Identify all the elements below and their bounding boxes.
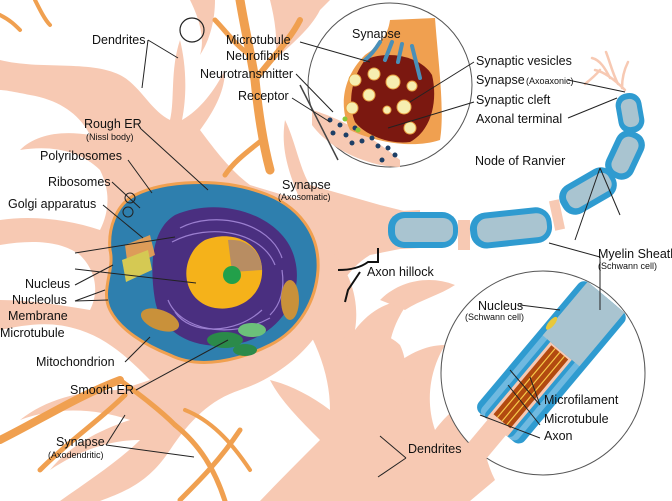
label-mitochondrion: Mitochondrion	[36, 355, 115, 369]
label-smooth-er: Smooth ER	[70, 383, 134, 397]
ribosome-circle	[122, 206, 134, 218]
label-synapse-axoaxonic: Synapse	[476, 73, 525, 87]
orange-dendrites	[0, 0, 303, 501]
label-microtubule-top: Microtubule	[226, 33, 291, 47]
label-synaptic-cleft: Synaptic cleft	[476, 93, 551, 107]
label-synapse-axosomatic-sub: (Axosomatic)	[278, 192, 331, 202]
label-ribosomes: Ribosomes	[48, 175, 111, 189]
label-synaptic-vesicles: Synaptic vesicles	[476, 54, 572, 68]
label-synapse-axodendritic-sub: (Axodendritic)	[48, 450, 104, 460]
label-rough-er-sub: (Nissl body)	[86, 132, 134, 142]
magnify-circle-icon	[179, 17, 205, 43]
soma	[105, 181, 320, 364]
label-membrane: Membrane	[8, 309, 68, 323]
label-microfilament: Microfilament	[544, 393, 619, 407]
label-microtubule-left: Microtubule	[0, 326, 65, 340]
label-synapse-inset-title: Synapse	[352, 27, 401, 41]
label-dendrites-bottom: Dendrites	[408, 442, 462, 456]
axonal-terminal	[583, 50, 630, 92]
label-nucleus-schwann-sub: (Schwann cell)	[465, 312, 524, 322]
label-synapse-axodendritic: Synapse	[56, 435, 105, 449]
label-neurotransmitter: Neurotransmitter	[200, 67, 293, 81]
axon-inset	[440, 270, 646, 482]
label-axon: Axon	[544, 429, 573, 443]
label-nucleus-schwann: Nucleus	[478, 299, 523, 313]
label-synapse-axosomatic: Synapse	[282, 178, 331, 192]
axon-hillock-bracket	[337, 248, 379, 303]
label-polyribosomes: Polyribosomes	[40, 149, 122, 163]
label-myelin-sheath: Myelin Sheath	[598, 247, 672, 261]
label-neurofibrils: Neurofibrils	[226, 49, 289, 63]
label-axonal-terminal: Axonal terminal	[476, 112, 562, 126]
label-microtubule-inset: Microtubule	[544, 412, 609, 426]
label-golgi-apparatus: Golgi apparatus	[8, 197, 96, 211]
label-nucleolus: Nucleolus	[12, 293, 67, 307]
label-axon-hillock: Axon hillock	[367, 265, 434, 279]
label-node-of-ranvier: Node of Ranvier	[475, 154, 565, 168]
label-nucleus: Nucleus	[25, 277, 70, 291]
label-rough-er: Rough ER	[84, 117, 142, 131]
inset-pointer-line	[299, 84, 339, 161]
label-synapse-axoaxonic-sub: (Axoaxonic)	[526, 76, 574, 86]
polyribosome-circle	[124, 192, 136, 204]
label-myelin-sheath-sub: (Schwann cell)	[598, 261, 657, 271]
nucleolus-shape	[223, 266, 241, 284]
axon	[380, 92, 645, 250]
labels: Dendrites Microtubule Neurofibrils Neuro…	[0, 27, 672, 460]
leader-lines	[74, 39, 626, 478]
synapse-inset	[307, 2, 473, 168]
label-dendrites-top: Dendrites	[92, 33, 146, 47]
label-receptor: Receptor	[238, 89, 289, 103]
